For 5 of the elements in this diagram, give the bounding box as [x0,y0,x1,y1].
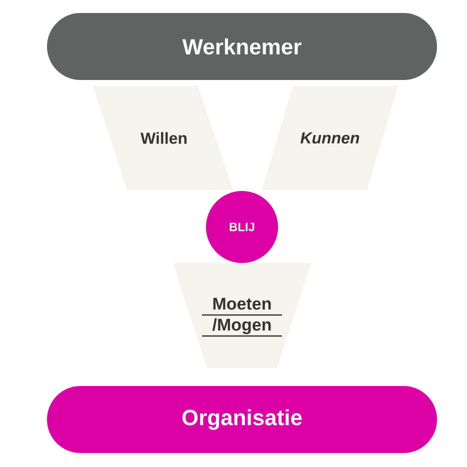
parallelogram-box: Willen [93,86,233,190]
trapezoid-box: Moeten /Mogen [173,263,311,368]
banner: Werknemer [47,13,437,80]
banner: Organisatie [47,386,437,453]
parallelogram-box: Kunnen [262,86,398,190]
